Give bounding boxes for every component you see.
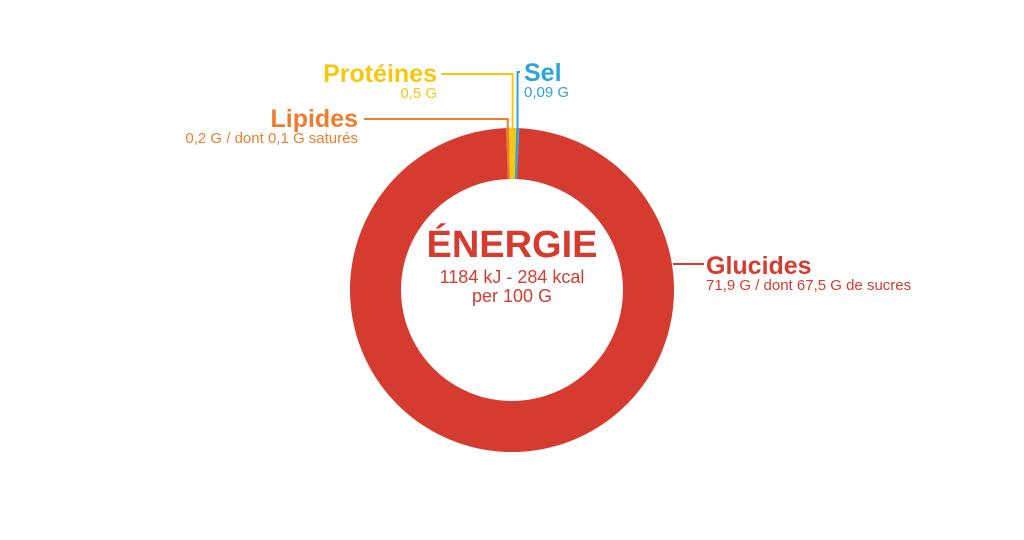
slice-glucides bbox=[349, 128, 674, 452]
label-proteines: Protéines bbox=[323, 60, 437, 88]
slice-lipides bbox=[506, 128, 511, 180]
label-sel: Sel bbox=[524, 59, 562, 87]
center-title: ÉNERGIE bbox=[426, 222, 597, 266]
center-line-1: 1184 kJ - 284 kcal bbox=[440, 267, 585, 287]
detail-glucides: 71,9 G / dont 67,5 G de sucres bbox=[706, 277, 911, 294]
detail-proteines: 0,5 G bbox=[400, 85, 437, 102]
label-lipides: Lipides bbox=[270, 105, 358, 133]
center-line-2: per 100 G bbox=[472, 286, 552, 306]
leader-line-sel bbox=[516, 71, 520, 135]
leader-line-proteines bbox=[441, 73, 514, 135]
slice-sel bbox=[514, 128, 520, 180]
donut-slices bbox=[349, 128, 674, 452]
detail-lipides: 0,2 G / dont 0,1 G saturés bbox=[185, 130, 358, 147]
leader-line-lipides bbox=[364, 118, 509, 135]
slice-proteines bbox=[509, 128, 517, 180]
detail-sel: 0,09 G bbox=[524, 84, 569, 101]
label-glucides: Glucides bbox=[706, 252, 812, 280]
